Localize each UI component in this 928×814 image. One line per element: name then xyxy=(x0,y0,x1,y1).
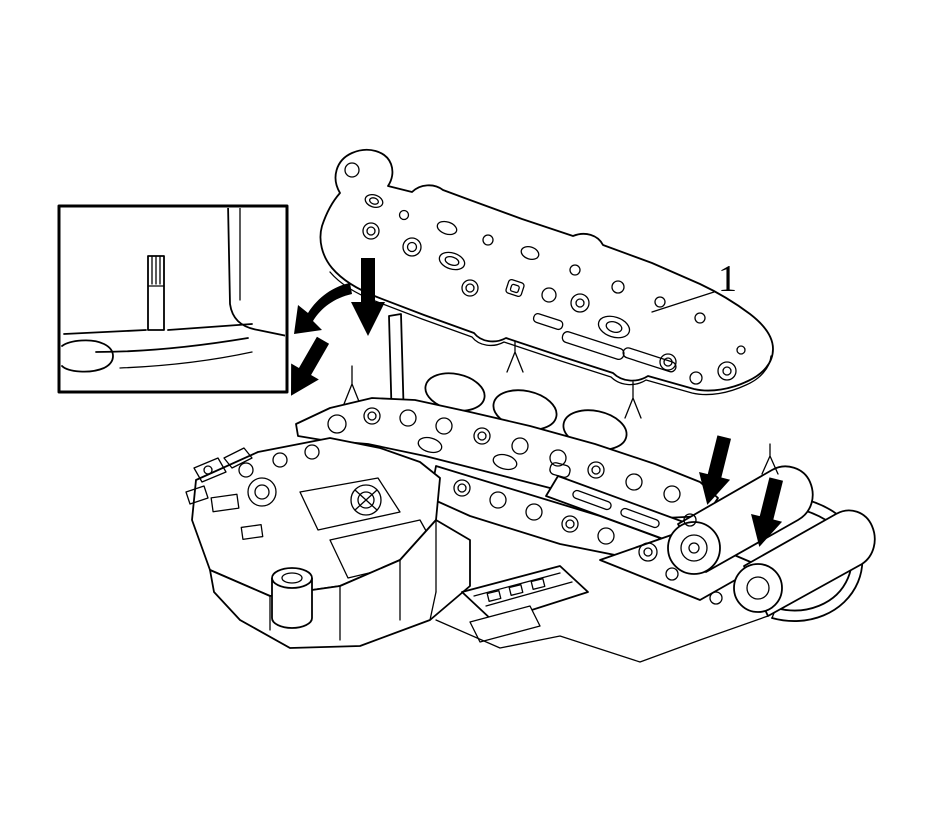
gasket-holes xyxy=(344,162,746,385)
inset-box-border xyxy=(57,204,289,394)
right-solenoids xyxy=(638,443,876,617)
top-install-arrow xyxy=(351,258,385,336)
bottom-edge xyxy=(435,615,769,663)
callout-1-leader-line xyxy=(651,291,715,313)
left-bracket xyxy=(185,447,253,505)
spacer-plate-gasket xyxy=(319,149,774,396)
curved-rotate-arrow xyxy=(294,283,352,334)
valve-body-assembly xyxy=(185,313,876,663)
connector-block xyxy=(461,565,589,643)
right-install-arrow-upper xyxy=(699,435,732,505)
gasket-mating-rail xyxy=(295,397,719,519)
install-arrows xyxy=(291,258,784,547)
inset-pin-detail xyxy=(57,204,289,394)
left-cylinder xyxy=(271,567,313,629)
left-install-arrow xyxy=(291,336,330,396)
callout-1-label: 1 xyxy=(718,258,737,300)
right-install-arrow-lower xyxy=(751,477,784,547)
